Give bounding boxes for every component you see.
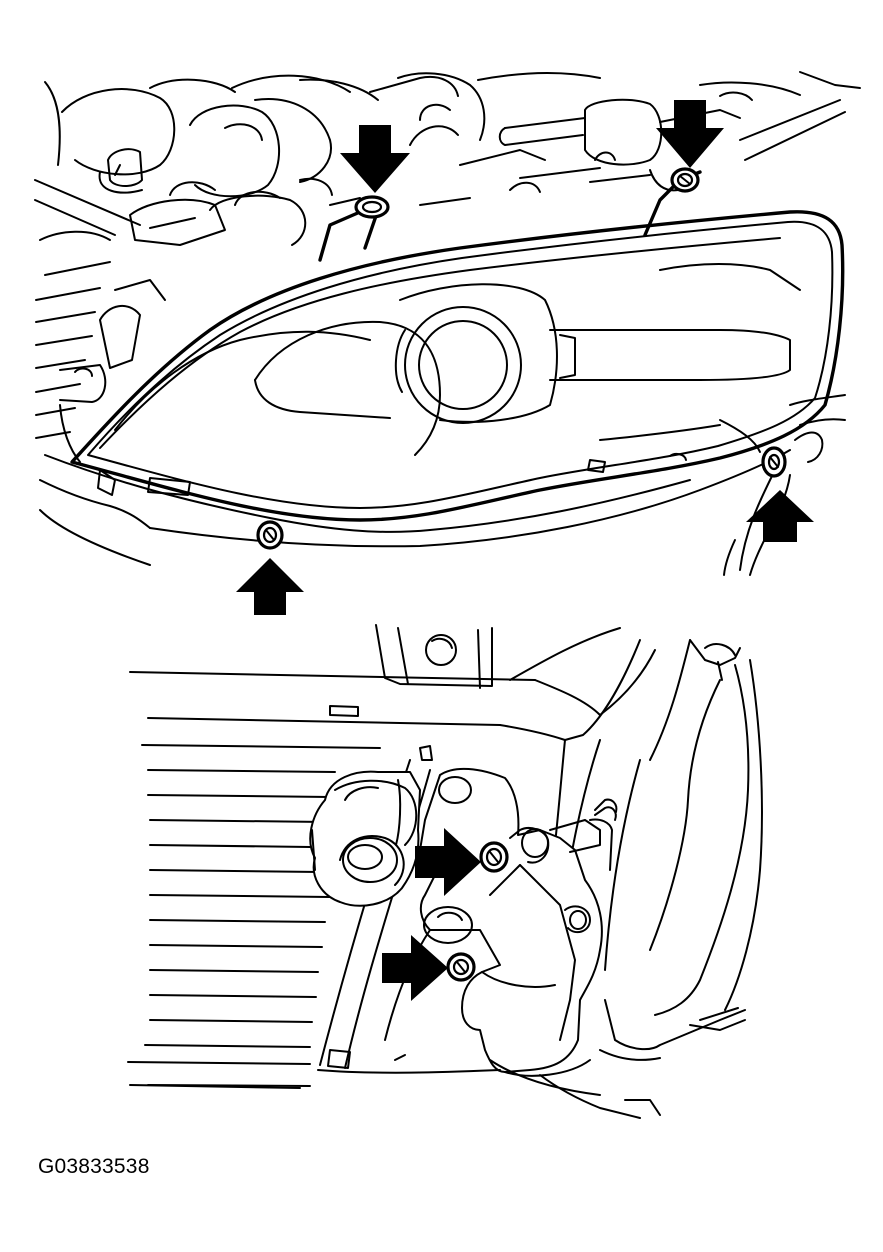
arrow-right-icon	[382, 935, 448, 1001]
lower-panel	[129, 1049, 661, 1119]
front-bumper-trim	[39, 364, 846, 576]
figure-code-label: G03833538	[38, 1155, 150, 1178]
fastener-top-left-bolt	[354, 195, 390, 219]
arrow-up-icon	[746, 490, 814, 542]
arrow-right-icon	[415, 828, 481, 896]
upper-frame	[375, 624, 741, 761]
bottom-view-bracket-removal	[127, 624, 763, 1119]
mounting-bracket	[384, 767, 617, 1077]
fastener-bracket-upper-bolt	[479, 841, 509, 873]
top-view-headlight-removal	[34, 71, 861, 615]
radiator-fins	[127, 671, 536, 1087]
hose-connector	[309, 745, 433, 907]
fastener-bracket-lower-bolt	[446, 952, 476, 982]
headlight-assembly	[70, 210, 845, 522]
fastener-top-right-bolt	[670, 167, 700, 193]
fastener-lower-right-clip	[761, 446, 787, 478]
arrow-down-icon	[340, 125, 410, 193]
engine-bay-background	[34, 71, 861, 439]
arrow-up-icon	[236, 558, 304, 615]
side-frame	[559, 659, 763, 1051]
fastener-lower-center-clip	[256, 520, 284, 550]
arrow-down-icon	[656, 100, 724, 168]
